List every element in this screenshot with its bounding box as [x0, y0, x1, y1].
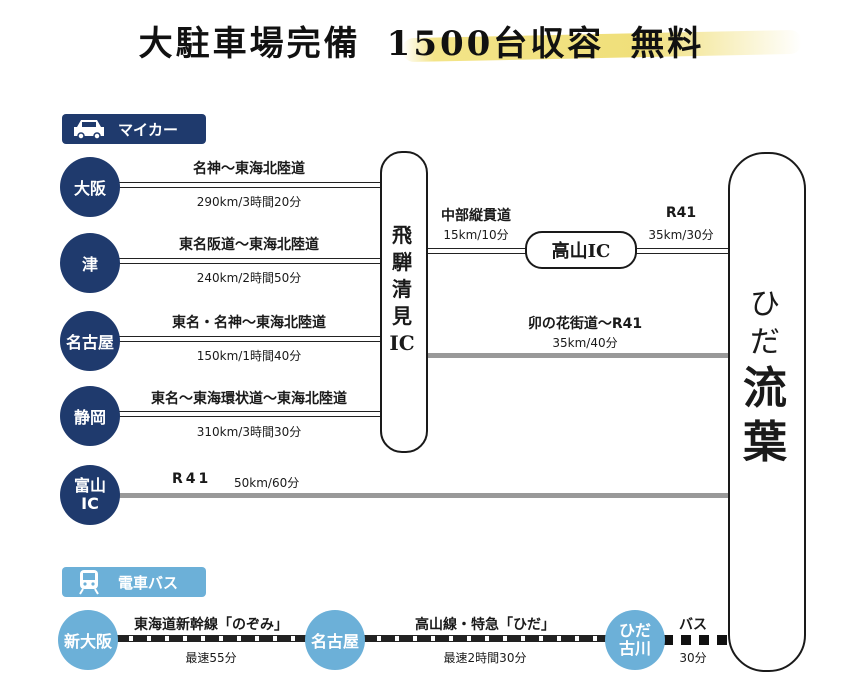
route-detail-osaka: 290km/3時間20分	[196, 195, 302, 209]
route-line-shizuoka	[115, 411, 383, 417]
route-detail-shizuoka: 310km/3時間30分	[196, 425, 302, 439]
route-label-toyama: R41	[172, 471, 212, 487]
route-line-r41-takayama	[631, 248, 731, 254]
route-line-osaka	[115, 182, 383, 188]
category-car-label: マイカー	[118, 120, 179, 139]
rail-detail-hida: 最速2時間30分	[443, 651, 527, 665]
category-car-badge: マイカー	[62, 114, 206, 144]
rail-label-hida: 高山線・特急「ひだ」	[415, 617, 555, 633]
route-label-shizuoka: 東名〜東海環状道〜東海北陸道	[151, 391, 347, 407]
route-line-chubu-jukan	[422, 248, 528, 254]
bus-line	[663, 635, 731, 645]
rail-detail-nozomi: 最速55分	[185, 651, 237, 665]
hub-hida-kiyomi-ic	[380, 151, 428, 453]
route-detail-nagoya: 150km/1時間40分	[196, 349, 302, 363]
route-line-nagoya	[115, 336, 383, 342]
category-train-badge: 電車バス	[62, 567, 206, 597]
bus-detail: 30分	[679, 651, 707, 665]
destination-label-top: ひ だ	[750, 287, 780, 360]
title-parking: 大駐車場完備	[138, 24, 361, 64]
route-detail-chubu-jukan: 15km/10分	[443, 228, 509, 242]
destination-hida-ryuyou	[728, 152, 806, 672]
route-label-unohana: 卯の花街道〜R41	[527, 316, 643, 332]
hub-hida-kiyomi-ic-label: 飛 騨 清 見 IC	[389, 223, 415, 355]
takayama-ic: 高山IC	[525, 231, 637, 269]
title-free: 無料	[630, 24, 705, 64]
route-detail-toyama: 50km/60分	[234, 476, 300, 490]
title-capacity: 1500台収容	[386, 24, 605, 64]
rail-line-takayama	[363, 635, 607, 642]
route-label-chubu-jukan: 中部縦貫道	[441, 208, 511, 224]
train-icon	[70, 570, 108, 595]
origin-nagoya: 名古屋	[60, 311, 120, 371]
route-line-tsu	[115, 258, 383, 264]
route-label-tsu: 東名阪道〜東海北陸道	[179, 237, 319, 253]
rail-line-tokaido	[115, 635, 307, 642]
rail-label-nozomi: 東海道新幹線「のぞみ」	[134, 617, 288, 633]
page-title: 大駐車場完備 1500台収容無料	[0, 16, 843, 65]
station-nagoya: 名古屋	[305, 610, 365, 670]
route-detail-tsu: 240km/2時間50分	[196, 271, 302, 285]
origin-osaka: 大阪	[60, 157, 120, 217]
route-label-nagoya: 東名・名神〜東海北陸道	[172, 315, 326, 331]
route-line-toyama	[115, 493, 731, 498]
route-detail-r41-takayama: 35km/30分	[648, 228, 714, 242]
origin-tsu: 津	[60, 233, 120, 293]
route-detail-unohana: 35km/40分	[552, 336, 618, 350]
bus-label: バス	[679, 617, 707, 633]
route-label-r41-takayama: R41	[665, 205, 697, 221]
car-icon	[70, 118, 108, 140]
destination-label-main: 流 葉	[743, 363, 787, 468]
station-hida-furukawa: ひだ 古川	[605, 610, 665, 670]
category-train-label: 電車バス	[118, 573, 179, 592]
origin-toyama-ic: 富山 IC	[60, 465, 120, 525]
origin-shizuoka: 静岡	[60, 386, 120, 446]
route-line-unohana	[422, 353, 731, 358]
route-label-osaka: 名神〜東海北陸道	[193, 161, 305, 177]
station-shin-osaka: 新大阪	[58, 610, 118, 670]
